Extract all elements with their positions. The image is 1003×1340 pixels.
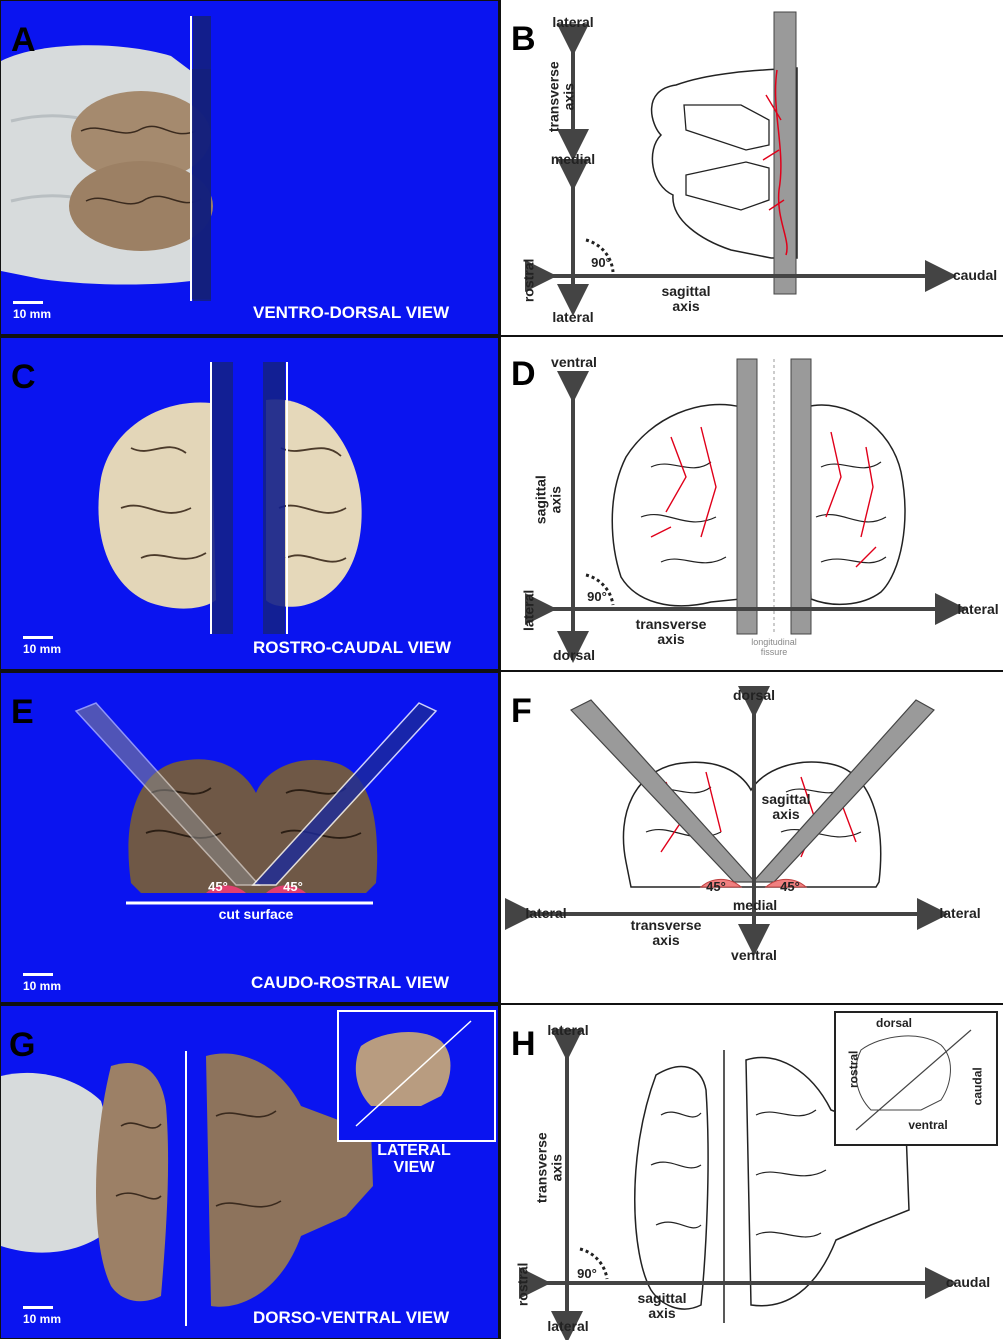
panel-h-drawing: [519, 1011, 998, 1340]
panel-f-drawing: [505, 686, 949, 956]
panel-b-drawing: [525, 11, 957, 316]
panel-f-medial-label: medial: [732, 897, 778, 913]
panel-d-fissure-label: longitudinal fissure: [751, 637, 797, 657]
panel-b-medial-label: medial: [550, 151, 596, 167]
panel-g-scale-label: 10 mm: [23, 1312, 62, 1326]
panel-h-bottom-label: lateral: [547, 1318, 589, 1334]
panel-e-cut-surface-label: cut surface: [218, 906, 294, 922]
panel-b-top-label: lateral: [552, 14, 594, 30]
panel-a-scale-label: 10 mm: [13, 307, 52, 321]
row-divider-2: [0, 670, 1003, 672]
panel-b-diagram: B lateral transverse axis medial lateral…: [501, 0, 1003, 335]
panel-a-photo: A 10 mm VENTRO-DORSAL VIEW: [0, 0, 499, 335]
panel-e-letter: E: [11, 693, 34, 731]
panel-d-angle-label: 90°: [587, 589, 607, 604]
panel-f-vertical-axis-label: sagittal axis: [761, 791, 811, 822]
panel-h-angle-label: 90°: [577, 1266, 597, 1281]
panel-d-right-label: lateral: [957, 601, 999, 617]
panel-c-photo: C 10 mm ROSTRO-CAUDAL VIEW: [0, 337, 499, 670]
panel-h-top-label: lateral: [547, 1022, 589, 1038]
panel-f-angle-right: 45°: [780, 879, 800, 894]
panel-e-scale-bar: [23, 973, 53, 976]
panel-b-angle-label: 90°: [591, 255, 611, 270]
panel-h-diagram: H lateral transverse axis lateral rostra…: [501, 1005, 1003, 1340]
panel-h-horizontal-axis-label: sagittal axis: [637, 1290, 687, 1321]
panel-d-bottom-label: dorsal: [552, 647, 595, 663]
panel-b-bottom-label: lateral: [552, 309, 594, 325]
panel-h-left-label: rostral: [514, 1262, 531, 1307]
panel-f-diagram: F dorsal sagittal axis medial ventral la…: [501, 672, 1003, 1003]
panel-a-view-label: VENTRO-DORSAL VIEW: [253, 303, 450, 322]
panel-a-scale-bar: [13, 301, 43, 304]
panel-c-scale-bar: [23, 636, 53, 639]
column-divider: [499, 0, 501, 1339]
panel-g-brain-photo: [1, 1010, 496, 1326]
panel-a-letter: A: [11, 21, 36, 59]
panel-d-left-label: lateral: [520, 589, 537, 631]
panel-h-inset-dorsal: dorsal: [875, 1016, 912, 1030]
panel-g-inset-label: LATERAL VIEW: [377, 1142, 451, 1176]
panel-e-view-label: CAUDO-ROSTRAL VIEW: [251, 973, 450, 992]
panel-e-scale-label: 10 mm: [23, 979, 62, 993]
panel-f-right-label: lateral: [939, 905, 981, 921]
panel-g-scale-bar: [23, 1306, 53, 1309]
panel-c-view-label: ROSTRO-CAUDAL VIEW: [253, 638, 452, 657]
panel-d-drawing: [525, 358, 967, 663]
panel-d-vertical-axis-label: sagittal axis: [532, 475, 563, 525]
panel-e-angle-left: 45°: [208, 879, 228, 894]
panel-a-brain-photo: [1, 16, 213, 301]
panel-e-angle-right: 45°: [283, 879, 303, 894]
panel-e-photo: E 45° 45° cut surface 10 mm CAUDO-ROSTRA…: [0, 672, 499, 1003]
panel-h-inset-rostral: rostral: [846, 1050, 861, 1088]
panel-d-top-label: ventral: [551, 354, 597, 370]
panel-g-photo: G LATERAL VIEW 10 mm DORSO-VENTRAL VIEW: [0, 1005, 499, 1339]
panel-g-view-label: DORSO-VENTRAL VIEW: [253, 1308, 450, 1327]
panel-e-brain-photo: [74, 702, 438, 905]
panel-b-left-label: rostral: [520, 258, 537, 303]
panel-f-horizontal-axis-label: transverse axis: [630, 917, 702, 948]
panel-h-right-label: caudal: [945, 1274, 991, 1290]
panel-h-letter: H: [511, 1025, 536, 1063]
panel-f-letter: F: [511, 692, 532, 730]
panel-b-horizontal-axis-label: sagittal axis: [661, 283, 711, 314]
panel-f-left-label: lateral: [525, 905, 567, 921]
panel-b-letter: B: [511, 20, 536, 58]
row-divider-1: [0, 335, 1003, 337]
panel-c-brain-photo: [98, 362, 362, 634]
panel-d-diagram: D ventral sagittal axis dorsal lateral l…: [501, 337, 1003, 670]
row-divider-3: [0, 1003, 1003, 1005]
panel-b-vertical-axis-label: transverse axis: [545, 61, 576, 133]
panel-g-letter: G: [9, 1026, 36, 1064]
panel-h-inset-caudal: caudal: [970, 1067, 985, 1106]
panel-f-angle-left: 45°: [706, 879, 726, 894]
panel-b-right-label: caudal: [952, 267, 998, 283]
panel-c-letter: C: [11, 358, 36, 396]
panel-f-bottom-label: ventral: [731, 947, 777, 963]
panel-h-inset-ventral: ventral: [908, 1118, 948, 1132]
panel-h-vertical-axis-label: transverse axis: [533, 1132, 564, 1204]
panel-f-top-label: dorsal: [732, 687, 775, 703]
panel-c-scale-label: 10 mm: [23, 642, 62, 656]
panel-d-horizontal-axis-label: transverse axis: [635, 616, 707, 647]
panel-d-letter: D: [511, 355, 536, 393]
